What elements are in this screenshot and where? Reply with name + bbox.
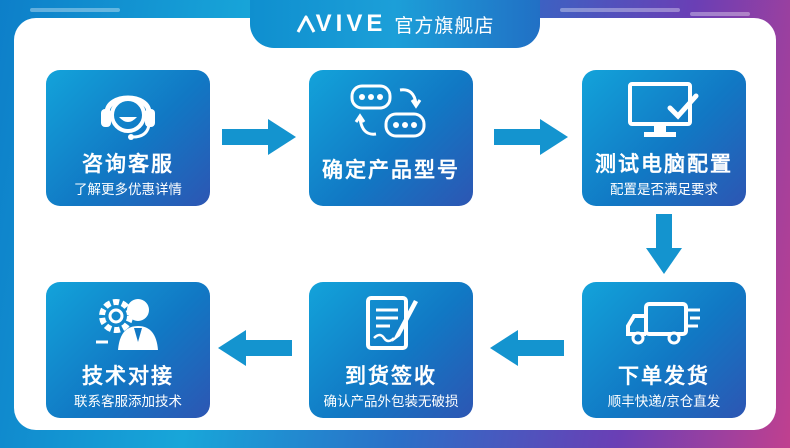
step-card-test-pc: 测试电脑配置 配置是否满足要求 [582,70,746,206]
step-card-consult: 咨询客服 了解更多优惠详情 [46,70,210,206]
background-stripe [690,12,750,16]
step-subtitle: 联系客服添加技术 [74,394,182,410]
background-stripe [560,8,680,12]
step-card-order-ship: 下单发货 顺丰快递/京仓直发 [582,282,746,418]
header-banner: VIVE 官方旗舰店 [250,0,540,48]
arrow-down-icon [646,214,682,274]
arrow-right-icon [494,119,568,155]
customer-service-headset-icon [46,78,210,144]
store-name: 官方旗舰店 [394,14,495,37]
brand-logo: VIVE [296,10,387,38]
arrow-left-icon [218,330,292,366]
tech-support-gear-person-icon [46,290,210,356]
step-title: 确定产品型号 [322,158,460,182]
monitor-check-icon [582,78,746,144]
step-subtitle: 了解更多优惠详情 [74,182,182,198]
step-card-tech-support: 技术对接 联系客服添加技术 [46,282,210,418]
step-subtitle: 顺丰快递/京仓直发 [607,394,721,410]
step-title: 技术对接 [82,364,174,388]
step-title: 测试电脑配置 [595,152,733,176]
step-title: 下单发货 [618,364,710,388]
sign-document-icon [309,290,473,356]
brand-text: VIVE [315,10,387,37]
arrow-left-icon [490,330,564,366]
delivery-truck-icon [582,290,746,356]
step-title: 咨询客服 [82,152,174,176]
step-subtitle: 配置是否满足要求 [610,182,718,198]
step-subtitle: 确认产品外包装无破损 [323,394,459,410]
arrow-right-icon [222,119,296,155]
step-card-confirm-model: 确定产品型号 [309,70,473,206]
step-card-receive-sign: 到货签收 确认产品外包装无破损 [309,282,473,418]
step-title: 到货签收 [345,364,437,388]
background-stripe [30,8,120,12]
vr-headset-icon [309,78,473,144]
vive-a-logo-icon [296,15,315,33]
